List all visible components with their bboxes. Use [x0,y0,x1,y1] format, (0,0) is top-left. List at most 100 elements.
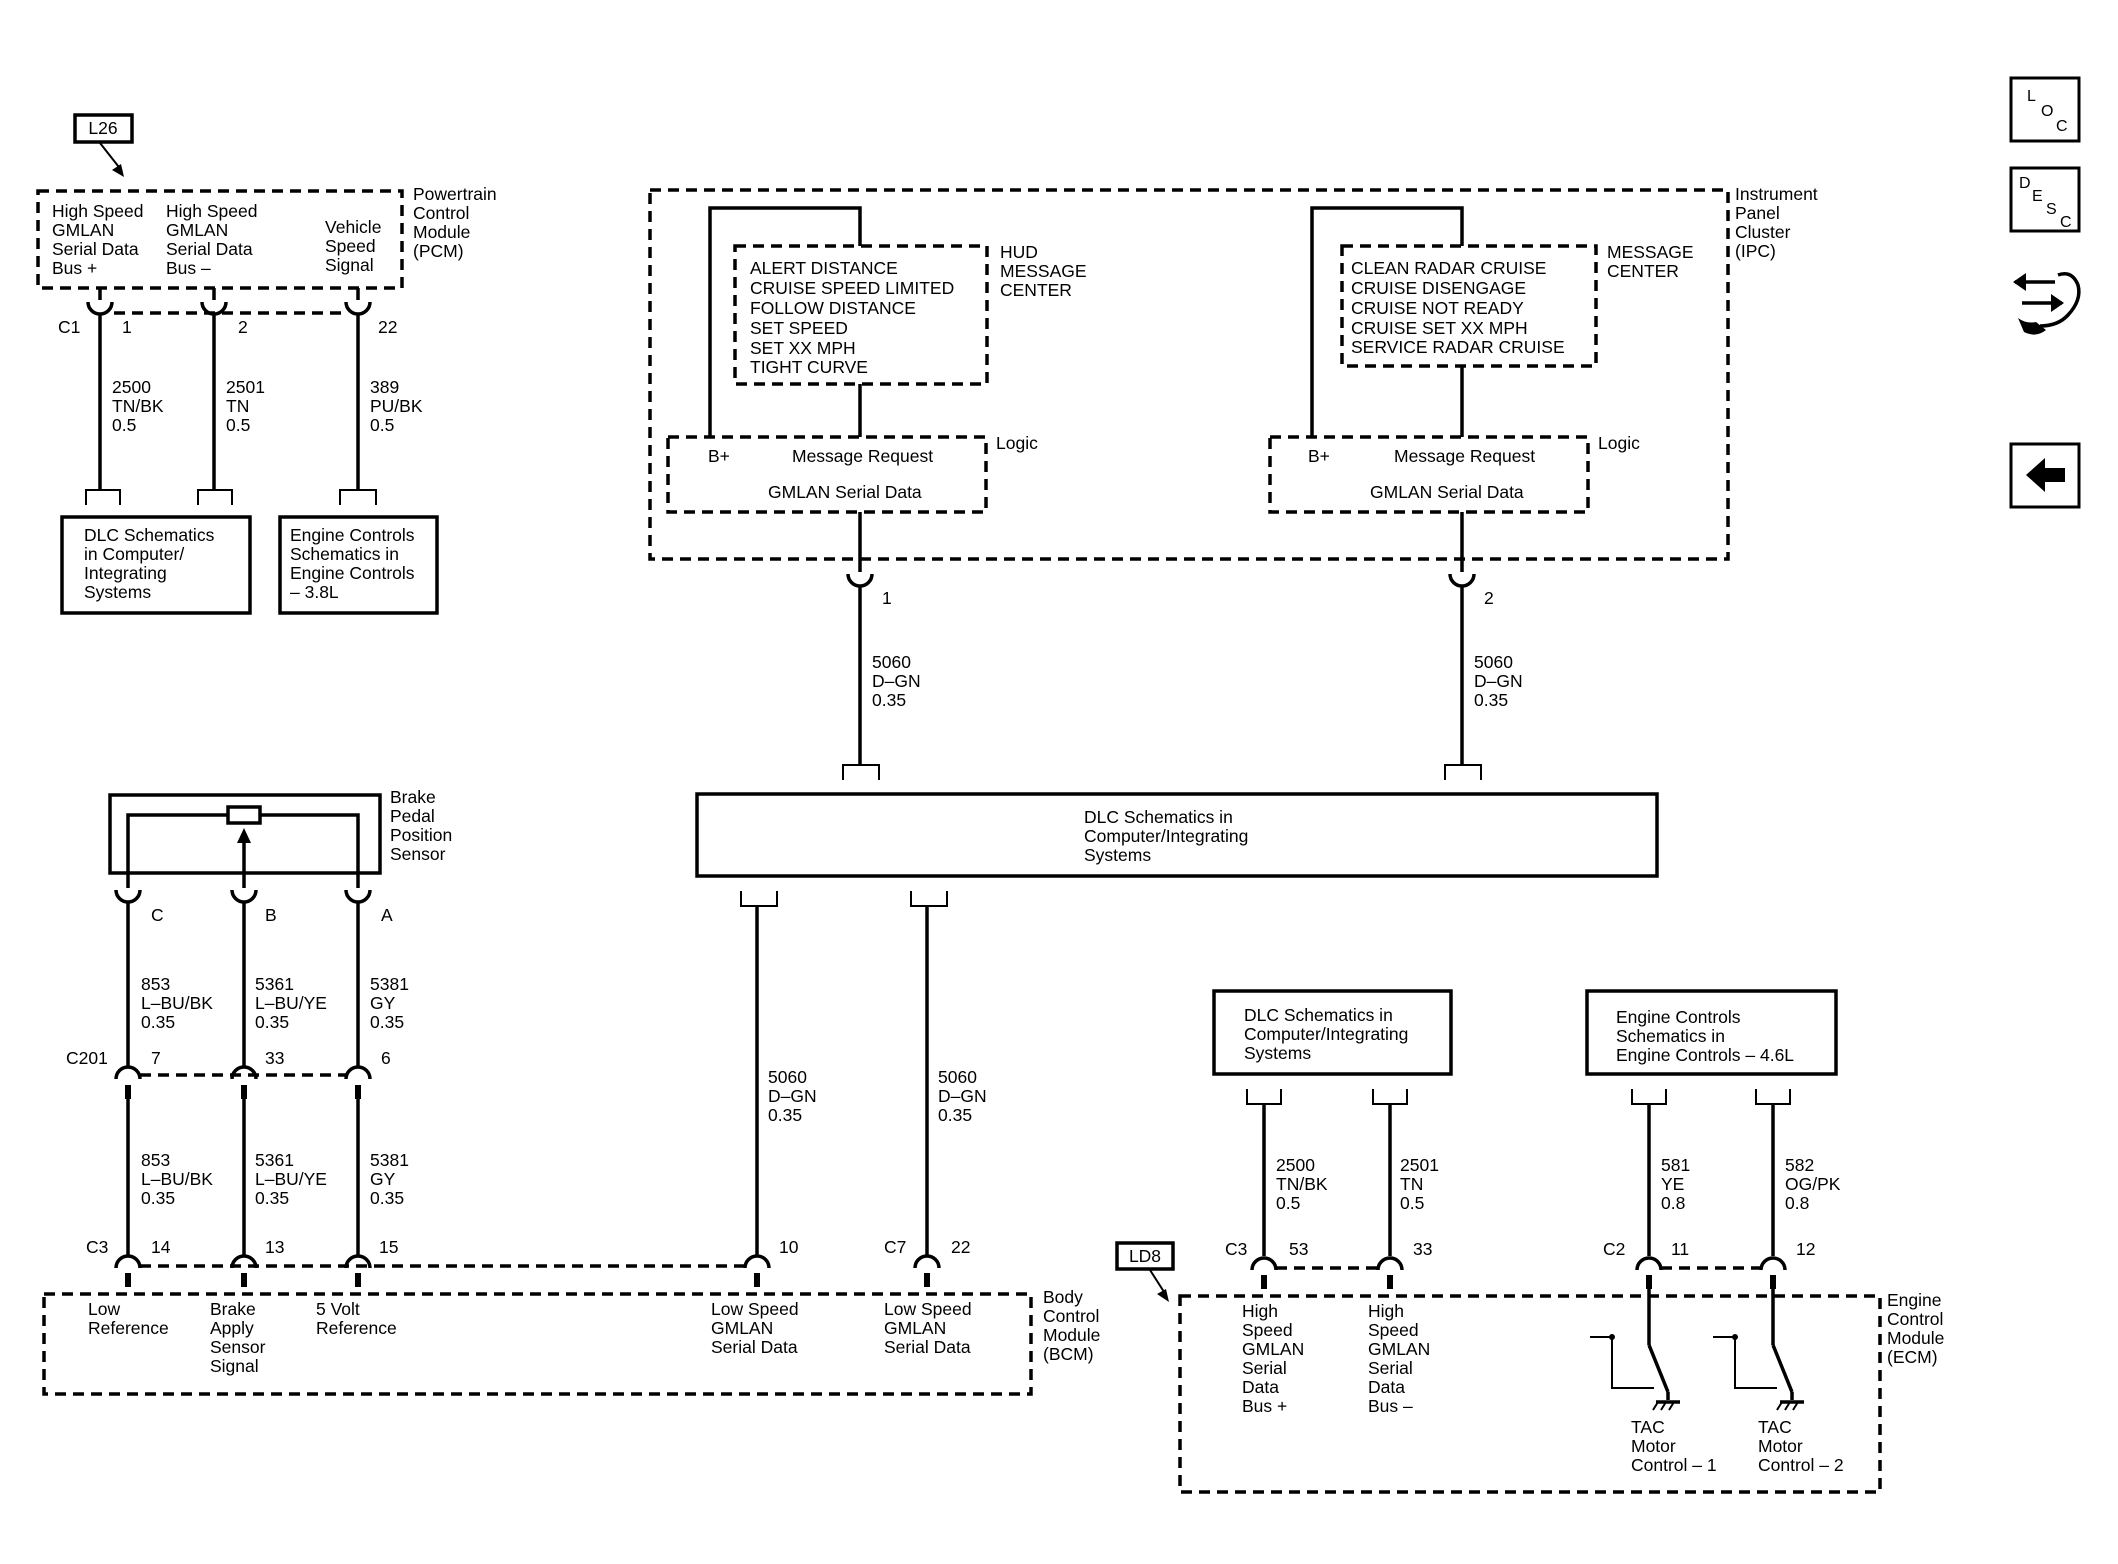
hud-logic-label: Logic [996,433,1038,453]
pcm-dlc-plug-2 [197,489,233,505]
ecm-socket-12 [1759,1256,1787,1271]
pcm-pin-label-vehicle-speed: Vehicle Speed Signal [325,217,386,275]
ipc-title: Instrument Panel Cluster (IPC) [1735,184,1823,261]
ecm-connector-c2: C2 [1603,1239,1625,1259]
pcm-pin-label-bus-minus: High Speed GMLAN Serial Data Bus – [166,201,262,278]
hud-message-center-title: HUD MESSAGE CENTER [1000,242,1091,300]
c201-pin-33-contact [241,1085,247,1099]
dlc-center-plug-2 [910,891,948,907]
bcm-pin-22-contact [924,1273,930,1287]
ecm-pin-53-contact [1261,1275,1267,1289]
hud-logic-message-request: Message Request [792,446,933,466]
c201-pin-33: 33 [265,1048,284,1068]
msg-bplus-wire [1310,206,1464,437]
message-center-list: CLEAN RADAR CRUISE CRUISE DISENGAGE CRUI… [1351,258,1565,357]
c201-pin-6: 6 [381,1048,391,1068]
tac-motor-switch-2-icon [1713,1289,1804,1411]
pcm-title: Powertrain Control Module (PCM) [413,184,502,261]
ecm-wire-label-2501: 2501 TN 0.5 [1400,1155,1444,1213]
bcm-pin-10: 10 [779,1237,799,1257]
ecm-engine-reference-box [1585,989,1838,1076]
bpps-wire-label-5381-lower: 5381 GY 0.35 [370,1150,414,1208]
bpps-terminal-b [230,889,258,904]
ecm-title: Engine Control Module (ECM) [1887,1290,1949,1367]
bpps-title: Brake Pedal Position Sensor [390,787,457,864]
ecm-socket-53 [1250,1256,1278,1271]
pcm-dlc-reference-text: DLC Schematics in Computer/ Integrating … [84,525,219,602]
ecm-pin-label-tac-2: TAC Motor Control – 2 [1758,1417,1844,1475]
ecm-dlc-reference-text: DLC Schematics in Computer/Integrating S… [1244,1005,1413,1063]
bpps-wire-label-853-lower: 853 L–BU/BK 0.35 [141,1150,218,1208]
dlc-center-text: DLC Schematics in Computer/Integrating S… [1084,807,1253,865]
l26-tag [73,113,134,144]
bpps-wire-label-853-upper: 853 L–BU/BK 0.35 [141,974,218,1032]
bpps-pin-b: B [265,905,277,925]
bpps-terminal-c [114,889,142,904]
c201-socket-33 [230,1065,258,1080]
pcm-section: L26 Powertrain Control Module (PCM) High… [36,113,502,615]
pcm-engine-plug [339,489,377,505]
dlc-center-plug-1 [740,891,778,907]
bcm-wire-label-10: 5060 D–GN 0.35 [768,1067,822,1125]
ld8-tag [1115,1241,1175,1271]
desc-button-frame [2009,166,2081,233]
ld8-tag-label: LD8 [1129,1246,1161,1266]
c201-pin-7-contact [125,1085,131,1099]
ipc-dlc-plug-1 [842,764,880,780]
ecm-pin-11-contact [1646,1275,1652,1289]
pcm-connector-c1: C1 [58,317,80,337]
ecm-dlc-reference-box [1212,989,1453,1076]
ecm-connector-c3: C3 [1225,1239,1247,1259]
ipc-wire-label-1: 5060 D–GN 0.35 [872,652,926,710]
pcm-wire-label-389: 389 PU/BK 0.5 [370,377,427,435]
bcm-connector-c7: C7 [884,1237,906,1257]
bpps-wire-label-5361-upper: 5361 L–BU/YE 0.35 [255,974,332,1032]
desc-button[interactable]: D E S C [2009,166,2081,233]
ecm-pin-12: 12 [1796,1239,1815,1259]
ecm-wire-label-2500: 2500 TN/BK 0.5 [1276,1155,1332,1213]
ecm-engine-reference-text: Engine Controls Schematics in Engine Con… [1616,1007,1794,1065]
ecm-socket-11 [1635,1256,1663,1271]
pcm-engine-reference-text: Engine Controls Schematics in Engine Con… [290,525,419,602]
loc-letter-l: L [2027,88,2036,105]
loc-button[interactable]: L O C [2009,76,2081,143]
bcm-pin-label-5v-reference: 5 Volt Reference [316,1299,397,1338]
bcm-pin-13: 13 [265,1237,284,1257]
ecm-dlc-plug-2 [1372,1089,1408,1105]
back-button[interactable] [2009,442,2081,509]
hud-message-list: ALERT DISTANCE CRUISE SPEED LIMITED FOLL… [750,258,959,377]
bcm-pin-10-contact [754,1273,760,1287]
msg-logic-serial-data: GMLAN Serial Data [1370,482,1524,502]
pcm-pin-label-bus-plus: High Speed GMLAN Serial Data Bus + [52,201,148,278]
ecm-wire-label-581: 581 YE 0.8 [1661,1155,1695,1213]
dlc-center-box [695,792,1659,878]
tac-motor-switch-1-icon [1590,1289,1680,1411]
ecm-wire-label-582: 582 OG/PK 0.8 [1785,1155,1845,1213]
bpps-wire-label-5381-upper: 5381 GY 0.35 [370,974,414,1032]
ecm-pin-11: 11 [1671,1239,1689,1259]
bcm-module-box [42,1292,1033,1396]
ipc-pin-1: 1 [882,588,892,608]
back-arrow-icon [2026,458,2065,492]
bcm-pin-15: 15 [379,1237,398,1257]
bcm-pin-15-contact [355,1273,361,1287]
connector-service-icon[interactable] [2013,272,2081,335]
bcm-pin-13-contact [241,1273,247,1287]
l26-tag-label: L26 [88,118,117,138]
msg-logic-label: Logic [1598,433,1640,453]
l26-arrow-head [112,164,124,177]
ipc-wire-label-2: 5060 D–GN 0.35 [1474,652,1528,710]
pcm-pin-22: 22 [378,317,397,337]
bpps-wiper-arrow-icon [237,828,251,843]
pcm-module-box [36,189,404,290]
ecm-pin-12-contact [1770,1275,1776,1289]
bcm-pin-label-brake-apply: Brake Apply Sensor Signal [210,1299,270,1376]
loc-letter-c: C [2056,118,2068,135]
bcm-pin-14: 14 [151,1237,171,1257]
back-button-frame [2009,442,2081,509]
msg-logic-message-request: Message Request [1394,446,1535,466]
pcm-dlc-reference-box [60,515,252,615]
ecm-socket-33 [1376,1256,1404,1271]
bpps-wire-label-5361-lower: 5361 L–BU/YE 0.35 [255,1150,332,1208]
